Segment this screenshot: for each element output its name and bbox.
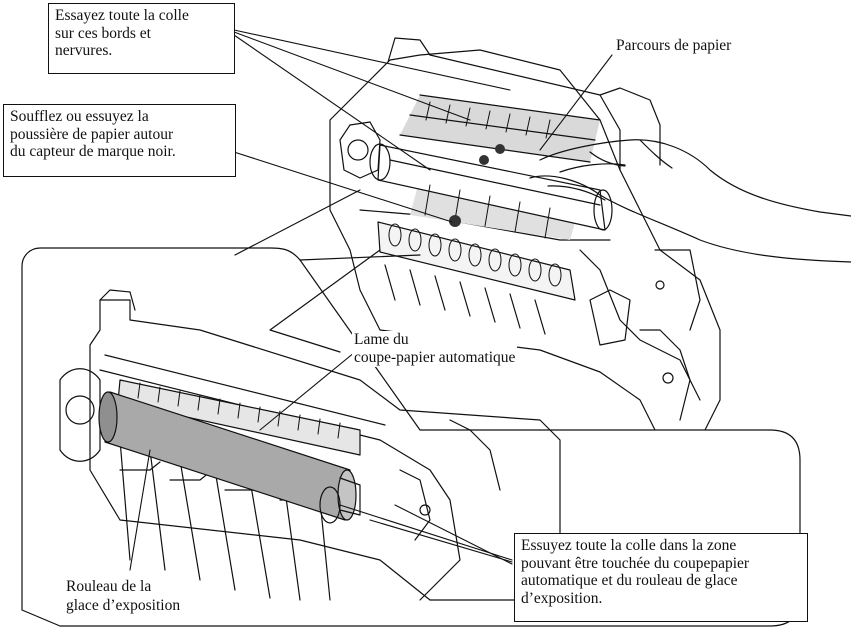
exposure-glass-roller: [98, 391, 361, 524]
label-line: Rouleau de la: [66, 578, 152, 595]
label-cutter-blade: Lame du coupe-papier automatique: [352, 331, 518, 367]
label-line: Lame du: [354, 331, 409, 348]
callout-line: sur ces bords et: [55, 24, 151, 42]
callout-line: du capteur de marque noir.: [10, 143, 176, 160]
callout-line: d’exposition.: [521, 589, 603, 607]
callout-glue-edges: Essayez toute la colle sur ces bords et …: [48, 3, 235, 74]
callout-glue-zone: Essuyez toute la colle dans la zone pouv…: [514, 533, 808, 622]
label-line: coupe-papier automatique: [354, 349, 516, 366]
inset-panel: [21, 247, 801, 627]
label-text: Parcours de papier: [616, 37, 732, 54]
upper-gear-row: [377, 221, 576, 335]
upper-ribs: [424, 101, 551, 239]
label-line: glace d’exposition: [66, 597, 181, 614]
sensor-dots: [449, 144, 505, 227]
label-exposure-roller: Rouleau de la glace d’exposition: [64, 577, 183, 615]
callout-dust-sensor: Soufflez ou essuyez la poussière de papi…: [3, 104, 236, 177]
callout-line: Essayez toute la colle: [55, 7, 189, 24]
hand-wiping: [529, 139, 851, 263]
callout-line: automatique et du rouleau de glace: [521, 572, 738, 589]
inset-mechanism: [59, 289, 561, 601]
callout-line: Soufflez ou essuyez la: [10, 108, 149, 125]
callout-line: nervures.: [55, 42, 113, 59]
callout-line: Essuyez toute la colle dans la zone: [521, 537, 737, 554]
callout-line: poussière de papier autour: [10, 125, 174, 143]
zoom-connector-lines: [234, 189, 421, 353]
leader-lines: [129, 29, 613, 571]
label-paper-path: Parcours de papier: [616, 37, 731, 55]
callout-line: pouvant être touchée du coupepapier: [521, 554, 750, 572]
upper-roller: [369, 143, 613, 231]
